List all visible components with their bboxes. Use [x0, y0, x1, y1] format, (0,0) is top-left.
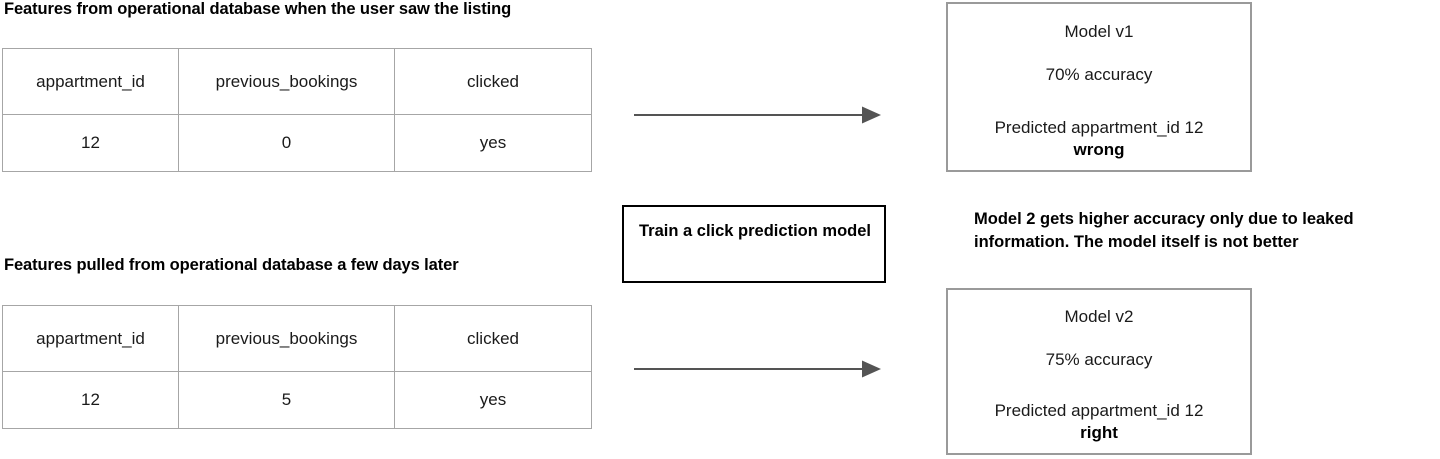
- table-header-cell: appartment_id: [2, 48, 179, 115]
- table-header-cell: previous_bookings: [178, 305, 395, 372]
- table-cell: 5: [178, 371, 395, 429]
- table-header-cell: previous_bookings: [178, 48, 395, 115]
- table-cell: yes: [394, 371, 592, 429]
- arrow-right-icon: [634, 106, 881, 124]
- bottom-features-table: appartment_id previous_bookings clicked …: [2, 305, 592, 429]
- table-cell: 12: [2, 114, 179, 172]
- model-v1-prediction: Predicted appartment_id 12: [994, 118, 1204, 137]
- train-model-process-box: Train a click prediction model: [622, 205, 886, 283]
- model-v2-accuracy: 75% accuracy: [1045, 350, 1153, 369]
- table-row: 12 0 yes: [2, 114, 592, 172]
- table-header-row: appartment_id previous_bookings clicked: [2, 305, 592, 372]
- model-v2-verdict: right: [1080, 423, 1118, 442]
- table-cell: yes: [394, 114, 592, 172]
- model-v1-result-box: Model v1 70% accuracy Predicted appartme…: [946, 2, 1252, 172]
- model-v2-prediction: Predicted appartment_id 12: [994, 401, 1204, 420]
- table-header-cell: clicked: [394, 48, 592, 115]
- model-v1-verdict: wrong: [1073, 140, 1125, 159]
- table-header-cell: appartment_id: [2, 305, 179, 372]
- model-v2-title: Model v2: [1064, 307, 1134, 326]
- table-cell: 12: [2, 371, 179, 429]
- table-row: 12 5 yes: [2, 371, 592, 429]
- model-v1-title: Model v1: [1064, 22, 1134, 41]
- leakage-annotation: Model 2 gets higher accuracy only due to…: [974, 210, 1354, 251]
- model-v1-accuracy: 70% accuracy: [1045, 65, 1153, 84]
- train-model-label: Train a click prediction model: [639, 222, 871, 240]
- model-v2-result-box: Model v2 75% accuracy Predicted appartme…: [946, 288, 1252, 455]
- table-header-row: appartment_id previous_bookings clicked: [2, 48, 592, 115]
- bottom-section-title: Features pulled from operational databas…: [4, 256, 459, 274]
- arrow-right-icon: [634, 360, 881, 378]
- table-header-cell: clicked: [394, 305, 592, 372]
- top-section-title: Features from operational database when …: [4, 0, 512, 18]
- table-cell: 0: [178, 114, 395, 172]
- top-features-table: appartment_id previous_bookings clicked …: [2, 48, 592, 172]
